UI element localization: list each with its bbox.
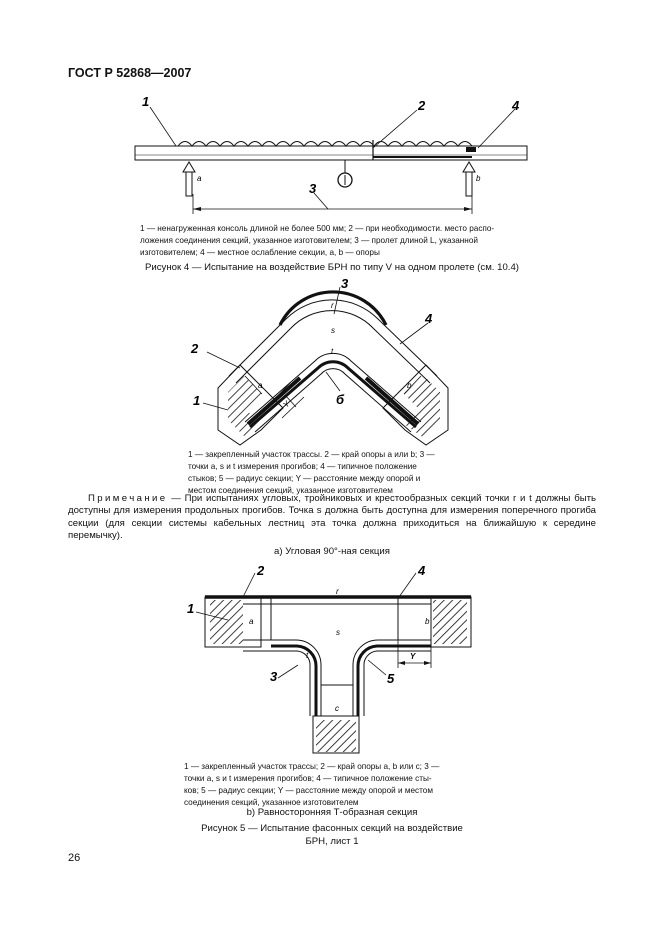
tray-beam [134,145,528,161]
legend-line: стыков; 5 — радиус секции; Y — расстояни… [188,474,421,483]
fig5b-label-r: r [336,587,339,596]
document-header: ГОСТ Р 52868—2007 [68,66,192,80]
fig5a-callout-1: 1 [193,393,200,408]
legend-line: ложения соединения секций, указанное изг… [140,236,478,245]
figure5a-legend: 1 — закрепленный участок трассы. 2 — кра… [188,449,474,497]
fig5b-label-t: t [306,651,309,660]
figure4-legend: 1 — ненагруженная консоль длиной не боле… [140,223,526,259]
figure5-caption-line1: Рисунок 5 — Испытание фасонных секций на… [201,823,463,834]
fig5b-callout-4: 4 [417,563,426,578]
legend-line: ков; 5 — радиус секции; Y — расстояние м… [184,786,433,795]
weakening-marker [466,147,476,152]
figure5a-subcaption: a) Угловая 90°-ная секция [274,546,390,557]
legend-line: 1 — ненагруженная консоль длиной не боле… [140,224,495,233]
figure5-caption: Рисунок 5 — Испытание фасонных секций на… [68,822,596,848]
figure4-caption: Рисунок 4 — Испытание на воздействие БРН… [144,262,520,273]
fig4-label-a: a [197,174,202,183]
fig4-label-b: b [476,174,481,183]
legend-line: 1 — закрепленный участок трассы. 2 — кра… [188,450,435,459]
fig5a-label-b: b [407,381,412,390]
fig4-callout-3: 3 [309,181,317,196]
fig5b-callout-3: 3 [270,669,278,684]
fig4-callout-4: 4 [511,98,520,113]
fig4-callout-1: 1 [142,94,149,109]
note-text: — При испытаниях угловых, тройниковых и … [68,493,596,542]
legend-line: 1 — закрепленный участок трассы; 2 — кра… [184,762,440,771]
fig5a-label-a: a [258,381,263,390]
legend-line: изготовителем; 4 — местное ослабление се… [140,248,380,257]
fig5b-callout-1: 1 [187,601,194,616]
deflection-gauge [337,172,353,188]
figure5b-legend: 1 — закрепленный участок трассы; 2 — кра… [184,761,480,809]
figure5a-drawing: 3 2 4 1 б r s t a b Y [190,276,449,446]
fig5b-label-y: Y [410,652,416,661]
fig5a-label-r: r [331,301,334,310]
elbow-inner-rail [244,352,422,423]
fig5b-label-c: c [335,704,339,713]
support-a-arrow [182,161,196,197]
fig5a-label-s: s [331,326,335,335]
fig5a-label-t: t [331,347,334,356]
legend-line: точки a, s и t измерения прогибов; 4 — т… [184,774,432,783]
figure5b-subcaption: b) Равносторонняя Т-образная секция [246,807,418,818]
support-b-arrow [462,161,476,197]
figure5b-drawing: 2 4 1 3 5 r s t a b c Y [187,563,472,754]
legend-line: точки a, s и t измерения прогибов; 4 — т… [188,462,417,471]
note-paragraph: Примечание — При испытаниях угловых, тро… [68,493,596,543]
fig5a-callout-5: б [336,392,345,407]
distributed-load [177,141,473,147]
fig5a-callout-2: 2 [190,341,199,356]
fig4-callout-2: 2 [417,98,426,113]
support-block-bottom [312,715,360,754]
note-heading: Примечание [88,493,168,504]
fig5b-label-b: b [425,617,430,626]
figure5-caption-line2: БРН, лист 1 [305,836,359,847]
fig5b-label-s: s [336,628,340,637]
fig5a-callout-3: 3 [341,276,349,291]
fig5b-label-a: a [249,617,254,626]
tee-inner-rail-right [352,639,431,716]
legend-line: местом соединения секций, указанное изго… [188,486,393,495]
elbow-outer-rail [228,299,438,377]
page-number: 26 [68,852,81,864]
tee-inner-rail-left [243,639,322,716]
fig5a-label-y: Y [281,399,292,410]
fig5b-callout-5: 5 [387,671,395,686]
legend-line: соединения секций, указанное изготовител… [184,798,359,807]
fig5b-callout-2: 2 [256,563,265,578]
fig5a-callout-4: 4 [424,311,433,326]
figure4-drawing: 1 2 4 3 a b [134,94,528,214]
